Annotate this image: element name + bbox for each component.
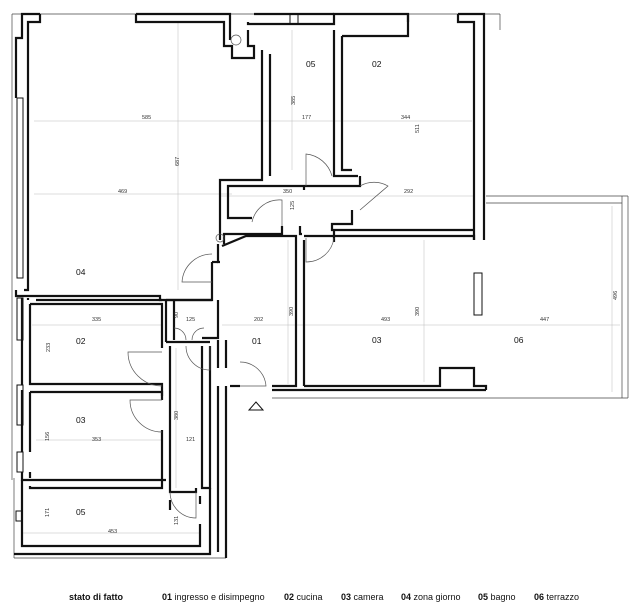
dimension-label: 350 [283, 189, 292, 195]
room-label: 04 [76, 267, 86, 277]
dimension-label: 156 [45, 432, 51, 441]
room-label: 02 [372, 59, 382, 69]
room-label: 03 [372, 335, 382, 345]
dimension-label: 447 [540, 317, 549, 323]
dimension-label: 585 [142, 115, 151, 121]
dimension-label: 171 [45, 508, 51, 517]
legend-title: stato di fatto [69, 592, 123, 602]
legend-item: 05 bagno [478, 592, 516, 602]
dimension-label: 469 [118, 189, 127, 195]
room-label: 06 [514, 335, 524, 345]
dimension-label: 511 [415, 124, 421, 133]
room-label: 02 [76, 336, 86, 346]
dimension-label: 335 [92, 317, 101, 323]
dimension-label: 90 [174, 312, 180, 318]
dimension-label: 121 [186, 437, 195, 443]
room-label: 03 [76, 415, 86, 425]
legend: stato di fatto 01 ingresso e disimpegno … [0, 592, 640, 608]
windows [15, 13, 483, 522]
dimension-label: 493 [381, 317, 390, 323]
dimension-label: 390 [289, 307, 295, 316]
dimension-label: 380 [174, 411, 180, 420]
doors [127, 34, 389, 519]
dimension-label: 292 [404, 189, 413, 195]
dimension-label: 131 [174, 516, 180, 525]
dimension-label: 233 [46, 343, 52, 352]
walls [14, 12, 488, 558]
dimension-label: 125 [186, 317, 195, 323]
room-label: 01 [252, 336, 262, 346]
dimension-label: 125 [290, 201, 296, 210]
frame-lines [11, 13, 629, 559]
dimension-label: 390 [415, 307, 421, 316]
dimension-label: 177 [302, 115, 311, 121]
legend-item: 04 zona giorno [401, 592, 461, 602]
room-labels: 05 02 04 02 01 03 06 03 05 [76, 59, 524, 517]
floor-plan: 05 02 04 02 01 03 06 03 05 385 177 344 5… [11, 12, 629, 559]
dimension-label: 202 [254, 317, 263, 323]
entrance-arrow-icon [247, 401, 265, 411]
dimension-label: 496 [613, 291, 619, 300]
dimension-lines [22, 22, 620, 534]
legend-item: 03 camera [341, 592, 384, 602]
dimension-label: 687 [175, 157, 181, 166]
legend-item: 01 ingresso e disimpegno [162, 592, 265, 602]
legend-item: 06 terrazzo [534, 592, 580, 602]
dimension-label: 385 [291, 96, 297, 105]
dimension-label: 344 [401, 115, 410, 121]
dimension-label: 453 [108, 529, 117, 535]
room-label: 05 [306, 59, 316, 69]
dimension-labels: 385 177 344 511 585 687 469 350 125 292 … [45, 96, 619, 535]
room-label: 05 [76, 507, 86, 517]
dimension-label: 353 [92, 437, 101, 443]
legend-item: 02 cucina [284, 592, 323, 602]
